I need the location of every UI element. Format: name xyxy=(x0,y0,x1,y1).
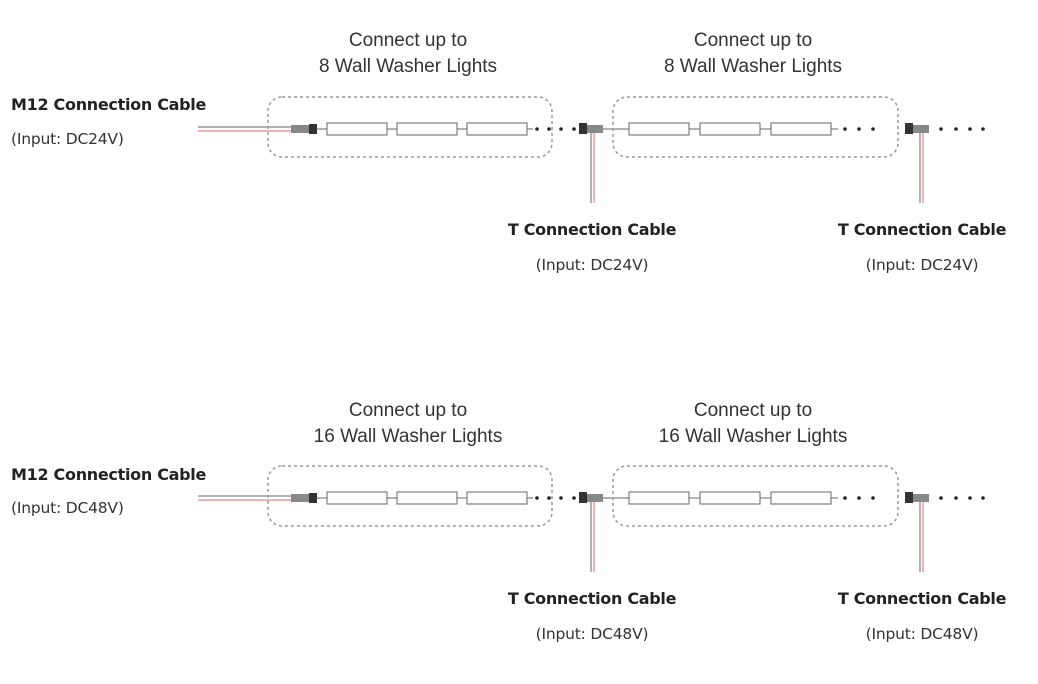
t-connector-body-icon xyxy=(913,494,929,502)
continuation-dot xyxy=(535,496,539,500)
group-box-2 xyxy=(612,465,899,527)
group-title-2: Connect up to 8 Wall Washer Lights xyxy=(623,28,883,80)
wiring-graphic xyxy=(198,465,985,572)
light-bar-4 xyxy=(628,122,690,136)
group-title-line1: Connect up to xyxy=(348,30,468,51)
continuation-dot xyxy=(954,127,958,131)
group-title-line2: 16 Wall Washer Lights xyxy=(313,426,503,447)
group-title-line2: 8 Wall Washer Lights xyxy=(318,56,498,77)
continuation-dot xyxy=(843,496,847,500)
group-box-2 xyxy=(612,96,899,158)
t-connector-head-icon xyxy=(579,123,587,134)
m12-connector-icon xyxy=(291,125,309,133)
light-bar-2 xyxy=(396,122,458,136)
t-cable-name-1: T Connection Cable xyxy=(507,589,677,608)
t-cable-input-2: (Input: DC24V) xyxy=(865,256,979,274)
continuation-dot xyxy=(547,127,551,131)
light-bar-1 xyxy=(326,122,388,136)
group-title-1: Connect up to 16 Wall Washer Lights xyxy=(278,398,538,450)
m12-connector-head-icon xyxy=(309,493,317,503)
t-connector-body-icon xyxy=(587,125,603,133)
t-cable-input-1: (Input: DC24V) xyxy=(535,256,649,274)
group-title-line2: 8 Wall Washer Lights xyxy=(663,56,843,77)
continuation-dot xyxy=(968,496,972,500)
continuation-dot xyxy=(572,496,576,500)
group-box-1 xyxy=(267,465,553,527)
m12-cable-name: M12 Connection Cable xyxy=(11,465,207,484)
light-bar-3 xyxy=(466,491,528,505)
continuation-dot xyxy=(547,496,551,500)
continuation-dot xyxy=(559,496,563,500)
continuation-dot xyxy=(843,127,847,131)
light-bar-2 xyxy=(396,491,458,505)
t-cable-name-1: T Connection Cable xyxy=(507,220,677,239)
m12-connector-icon xyxy=(291,494,309,502)
continuation-dot xyxy=(857,496,861,500)
light-bar-6 xyxy=(770,491,832,505)
t-cable-input-1: (Input: DC48V) xyxy=(535,625,649,643)
t-cable-name-2: T Connection Cable xyxy=(837,220,1007,239)
continuation-dot xyxy=(939,127,943,131)
group-title-1: Connect up to 8 Wall Washer Lights xyxy=(278,28,538,80)
continuation-dot xyxy=(535,127,539,131)
continuation-dot xyxy=(968,127,972,131)
group-title-line2: 16 Wall Washer Lights xyxy=(658,426,848,447)
continuation-dot xyxy=(954,496,958,500)
t-connector-head-icon xyxy=(905,492,913,503)
m12-connector-head-icon xyxy=(309,124,317,134)
t-connector-body-icon xyxy=(913,125,929,133)
m12-cable-name: M12 Connection Cable xyxy=(11,95,207,114)
group-title-line1: Connect up to xyxy=(693,400,813,421)
t-connector-body-icon xyxy=(587,494,603,502)
light-bar-3 xyxy=(466,122,528,136)
continuation-dot xyxy=(857,127,861,131)
continuation-dot xyxy=(981,496,985,500)
wiring-graphic xyxy=(198,96,985,203)
t-connector-head-icon xyxy=(905,123,913,134)
light-bar-5 xyxy=(699,122,761,136)
continuation-dot xyxy=(981,127,985,131)
group-title-line1: Connect up to xyxy=(693,30,813,51)
continuation-dot xyxy=(572,127,576,131)
continuation-dot xyxy=(559,127,563,131)
continuation-dot xyxy=(871,496,875,500)
m12-cable-input: (Input: DC48V) xyxy=(11,499,124,517)
wiring-diagram-dc48v: Connect up to 16 Wall Washer Lights Conn… xyxy=(0,342,1038,684)
m12-cable-input: (Input: DC24V) xyxy=(11,130,124,148)
continuation-dot xyxy=(939,496,943,500)
group-box-1 xyxy=(267,96,553,158)
light-bar-1 xyxy=(326,491,388,505)
continuation-dot xyxy=(871,127,875,131)
group-title-line1: Connect up to xyxy=(348,400,468,421)
t-connector-head-icon xyxy=(579,492,587,503)
group-title-2: Connect up to 16 Wall Washer Lights xyxy=(623,398,883,450)
t-cable-input-2: (Input: DC48V) xyxy=(865,625,979,643)
t-cable-name-2: T Connection Cable xyxy=(837,589,1007,608)
wiring-diagram-dc24v: Connect up to 8 Wall Washer Lights Conne… xyxy=(11,28,1007,274)
light-bar-6 xyxy=(770,122,832,136)
light-bar-4 xyxy=(628,491,690,505)
light-bar-5 xyxy=(699,491,761,505)
